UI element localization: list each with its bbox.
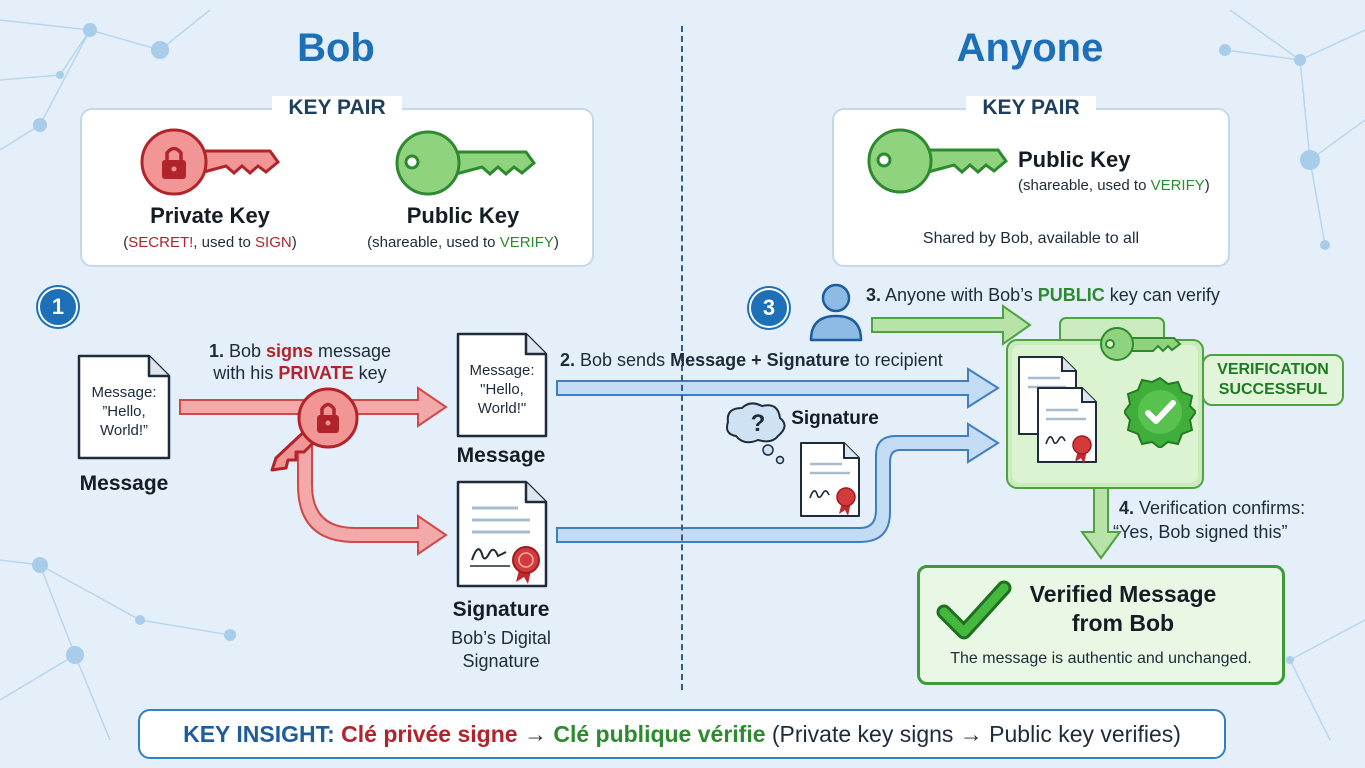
verify-arrow (871, 304, 1032, 346)
signature-document-icon (456, 480, 548, 588)
anyone-title: Anyone (956, 26, 1104, 70)
sent-message-document-icon (456, 332, 548, 438)
step-badge-3: 3 (749, 288, 789, 328)
public-key-icon (395, 130, 536, 196)
key-insight-label: KEY INSIGHT: (183, 720, 335, 747)
signature-label: Signature (452, 598, 550, 621)
sent-message-label: Message (456, 444, 546, 467)
signing-key-icon (270, 387, 359, 472)
private-key-name: Private Key (150, 203, 270, 228)
right-public-key-description: (shareable, used to VERIFY) (1018, 177, 1210, 194)
question-mark: ? (750, 410, 766, 437)
section-divider (681, 26, 683, 690)
private-key-icon (140, 128, 280, 196)
private-key-description: (SECRET!, used to SIGN) (123, 234, 297, 251)
english-translation: (Private key signs → Public key verifies… (771, 720, 1181, 747)
thought-bubble-icon (726, 402, 786, 465)
floating-signature-document-icon (800, 442, 860, 517)
step-badge-1: 1 (38, 287, 78, 327)
bob-title: Bob (297, 26, 375, 70)
send-signature-arrow (556, 422, 1000, 543)
right-key-pair-label: KEY PAIR (966, 96, 1096, 120)
step-1-text: 1. Bob signs message with his PRIVATE ke… (208, 341, 392, 383)
key-insight-bar: KEY INSIGHT: Clé privée signe → Clé publ… (138, 709, 1226, 759)
verifier-key-icon (1100, 327, 1182, 361)
message-label: Message (79, 472, 169, 495)
message-document-text: Message:”Hello,World!” (91, 384, 157, 439)
step-3-text: 3. Anyone with Bob’s PUBLIC key can veri… (866, 285, 1220, 305)
checkmark-seal-icon (1124, 376, 1196, 448)
verified-message-box (917, 565, 1285, 685)
step-2-text: 2. Bob sends Message + Signature to reci… (560, 350, 943, 370)
right-public-key-icon (867, 128, 1008, 194)
shared-by-bob-note: Shared by Bob, available to all (922, 230, 1140, 247)
left-public-key-description: (shareable, used to VERIFY) (367, 234, 559, 251)
send-message-arrow (556, 367, 1000, 409)
left-public-key-name: Public Key (406, 203, 520, 228)
verified-message-subtitle: The message is authentic and unchanged. (950, 650, 1252, 667)
confirm-arrow (1080, 487, 1122, 560)
floating-signature-label: Signature (791, 408, 879, 429)
message-document-icon (77, 354, 171, 460)
french-private-text: Clé privée signe (341, 720, 518, 747)
signature-arrow (297, 444, 448, 556)
checkmark-icon (936, 580, 1012, 640)
left-key-pair-label: KEY PAIR (272, 96, 402, 120)
sent-message-document-text: Message:"Hello,World!" (469, 362, 535, 417)
french-public-text: Clé publique vérifie (553, 720, 766, 747)
insight-arrow: → (523, 720, 547, 747)
person-icon (809, 283, 863, 342)
step-4-text: 4. Verification confirms: “Yes, Bob sign… (1113, 498, 1306, 542)
right-public-key-name: Public Key (1018, 147, 1131, 172)
verified-documents-icon (1018, 356, 1097, 464)
